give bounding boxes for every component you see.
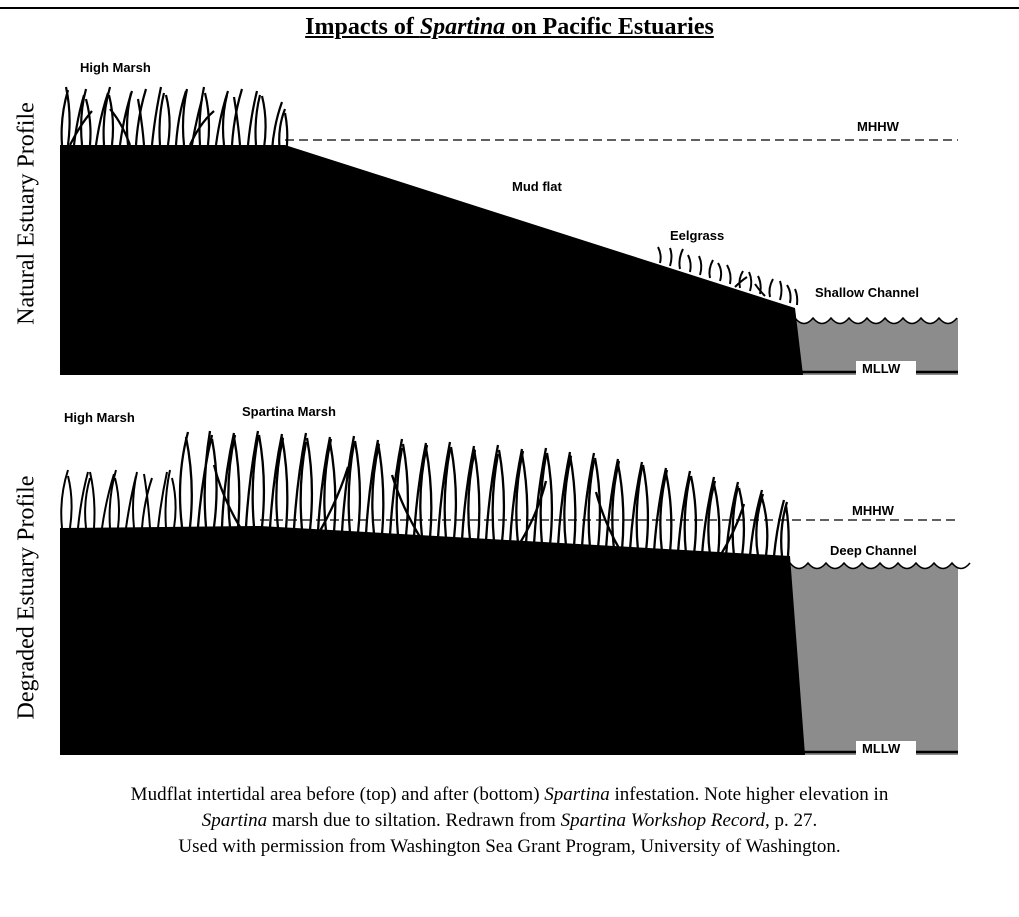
caption-line2-italic-1: Spartina xyxy=(201,810,268,831)
natural-mllw-label: MLLW xyxy=(862,361,901,376)
natural-ground xyxy=(60,145,803,375)
degraded-ground xyxy=(60,526,805,755)
caption-line1-b: infestation. Note higher elevation in xyxy=(609,784,889,805)
figure-caption: Mudflat intertidal area before (top) and… xyxy=(0,782,1019,860)
caption-line1-italic: Spartina xyxy=(544,784,610,805)
caption-line1-a: Mudflat intertidal area before (top) and… xyxy=(130,784,545,805)
natural-eelgrass xyxy=(657,246,799,306)
caption-line-1: Mudflat intertidal area before (top) and… xyxy=(0,782,1019,808)
figure-title: Impacts of Spartina on Pacific Estuaries xyxy=(0,14,1019,41)
natural-mllw-label-bg xyxy=(856,361,916,376)
spartina-marsh-grass xyxy=(178,430,790,557)
eelgrass-label: Eelgrass xyxy=(670,228,724,243)
top-rule xyxy=(0,7,1019,9)
degraded-profile xyxy=(60,430,971,756)
deep-channel-water xyxy=(790,563,958,755)
degraded-mhhw-label: MHHW xyxy=(852,503,895,518)
degraded-mllw-label-bg xyxy=(856,741,916,756)
natural-high-marsh-grass xyxy=(60,86,289,156)
title-suffix: on Pacific Estuaries xyxy=(505,14,714,40)
deep-channel-label: Deep Channel xyxy=(830,543,917,558)
degraded-high-marsh-label: High Marsh xyxy=(64,410,135,425)
shallow-channel-label: Shallow Channel xyxy=(815,285,919,300)
title-prefix: Impacts of xyxy=(305,14,420,40)
natural-mhhw-label: MHHW xyxy=(857,119,900,134)
spartina-marsh-label: Spartina Marsh xyxy=(242,404,336,419)
mud-flat-label: Mud flat xyxy=(512,179,562,194)
caption-line2-b: , p. 27. xyxy=(765,810,818,831)
caption-line-2: Spartina marsh due to siltation. Redrawn… xyxy=(0,808,1019,834)
title-italic: Spartina xyxy=(419,14,506,40)
caption-line-3: Used with permission from Washington Sea… xyxy=(178,836,841,857)
degraded-high-marsh-grass xyxy=(60,469,177,529)
natural-high-marsh-label: High Marsh xyxy=(80,60,151,75)
natural-profile xyxy=(60,86,958,376)
degraded-mllw-label: MLLW xyxy=(862,741,901,756)
caption-line2-a: marsh due to siltation. Redrawn from xyxy=(267,810,561,831)
deep-channel-waves xyxy=(789,561,971,570)
shallow-channel-waves xyxy=(794,316,958,325)
caption-line2-italic-2: Spartina Workshop Record xyxy=(560,810,765,831)
